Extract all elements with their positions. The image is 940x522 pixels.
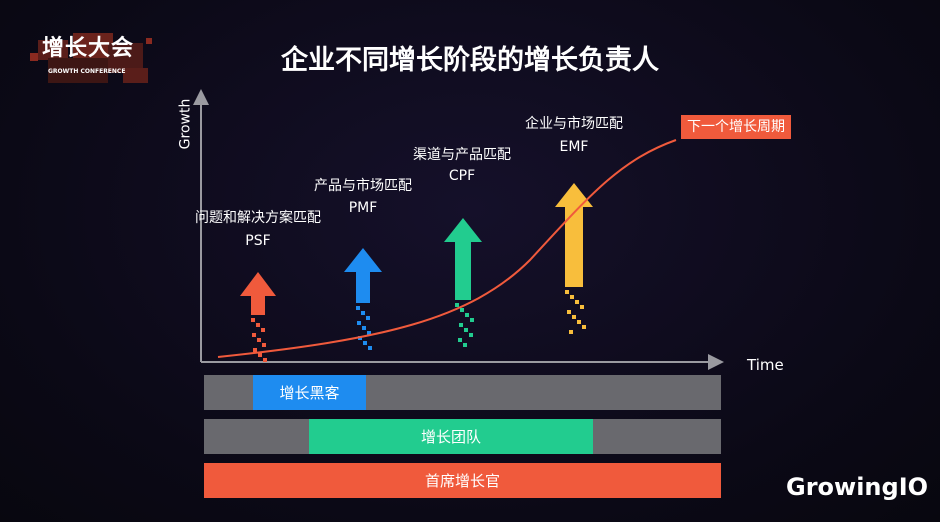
exhaust-pixel: [252, 333, 256, 337]
logo-subtitle: GROWTH CONFERENCE: [48, 68, 126, 75]
exhaust-pixel: [366, 316, 370, 320]
exhaust-pixel: [455, 303, 459, 307]
exhaust-pixel: [459, 323, 463, 327]
exhaust-pixel: [356, 306, 360, 310]
exhaust-pixel: [367, 331, 371, 335]
stage-arrow-psf: [240, 272, 276, 315]
stage-cpf-abbr: CPF: [448, 168, 476, 184]
exhaust-pixel: [263, 358, 267, 362]
exhaust-pixel: [261, 328, 265, 332]
exhaust-pixel: [257, 338, 261, 342]
logo-pixels: [30, 33, 152, 83]
growth-curve: [217, 139, 677, 358]
brand-logo: GrowingIO: [786, 473, 929, 501]
stage-emf-abbr: EMF: [559, 139, 589, 155]
exhaust-pixel: [580, 305, 584, 309]
x-axis-label: Time: [747, 356, 784, 374]
exhaust-pixel: [582, 325, 586, 329]
exhaust-pixel: [262, 343, 266, 347]
stage-psf-name: 问题和解决方案匹配: [195, 210, 321, 226]
exhaust-pixel: [469, 333, 473, 337]
exhaust-pixel: [251, 318, 255, 322]
exhaust-pixel: [363, 341, 367, 345]
exhaust-pixel: [567, 310, 571, 314]
exhaust-pixel: [570, 295, 574, 299]
exhaust-pixel: [362, 326, 366, 330]
exhaust-pixel: [565, 290, 569, 294]
exhaust-pixel: [463, 343, 467, 347]
conference-logo: 增长大会 GROWTH CONFERENCE: [28, 28, 158, 88]
role-growth-team: 增长团队: [309, 419, 593, 454]
stage-emf-name: 企业与市场匹配: [525, 116, 623, 132]
exhaust-pixel: [368, 346, 372, 350]
exhaust-pixel: [458, 338, 462, 342]
exhaust-pixel: [253, 348, 257, 352]
role-cgo: 首席增长官: [204, 463, 721, 498]
exhaust-pixel: [460, 308, 464, 312]
exhaust-pixel: [577, 320, 581, 324]
stage-cpf-name: 渠道与产品匹配: [413, 147, 511, 163]
stage-arrow-emf: [555, 183, 593, 287]
exhaust-pixel: [575, 300, 579, 304]
stage-arrow-pmf: [344, 248, 382, 303]
exhaust-pixel: [256, 323, 260, 327]
y-axis-label: Growth: [177, 98, 194, 150]
page-title: 企业不同增长阶段的增长负责人: [281, 45, 659, 76]
exhaust-pixel: [465, 313, 469, 317]
exhaust-pixel: [361, 311, 365, 315]
next-cycle-badge: 下一个增长周期: [681, 115, 791, 139]
logo-title: 增长大会: [42, 36, 135, 61]
exhaust-pixel: [258, 353, 262, 357]
exhaust-pixel: [357, 321, 361, 325]
stage-pmf-name: 产品与市场匹配: [314, 178, 412, 194]
exhaust-pixel: [569, 330, 573, 334]
exhaust-pixel: [464, 328, 468, 332]
exhaust-pixel: [470, 318, 474, 322]
role-bar-hacker: 增长黑客: [204, 375, 721, 410]
role-bar-team: 增长团队: [204, 419, 721, 454]
stage-arrow-cpf: [444, 218, 482, 300]
stage-pmf-abbr: PMF: [348, 200, 378, 216]
stage-psf-abbr: PSF: [245, 233, 271, 249]
role-growth-hacker: 增长黑客: [253, 375, 366, 410]
exhaust-pixel: [572, 315, 576, 319]
exhaust-pixel: [358, 336, 362, 340]
role-bar-cgo: 首席增长官: [204, 463, 721, 498]
